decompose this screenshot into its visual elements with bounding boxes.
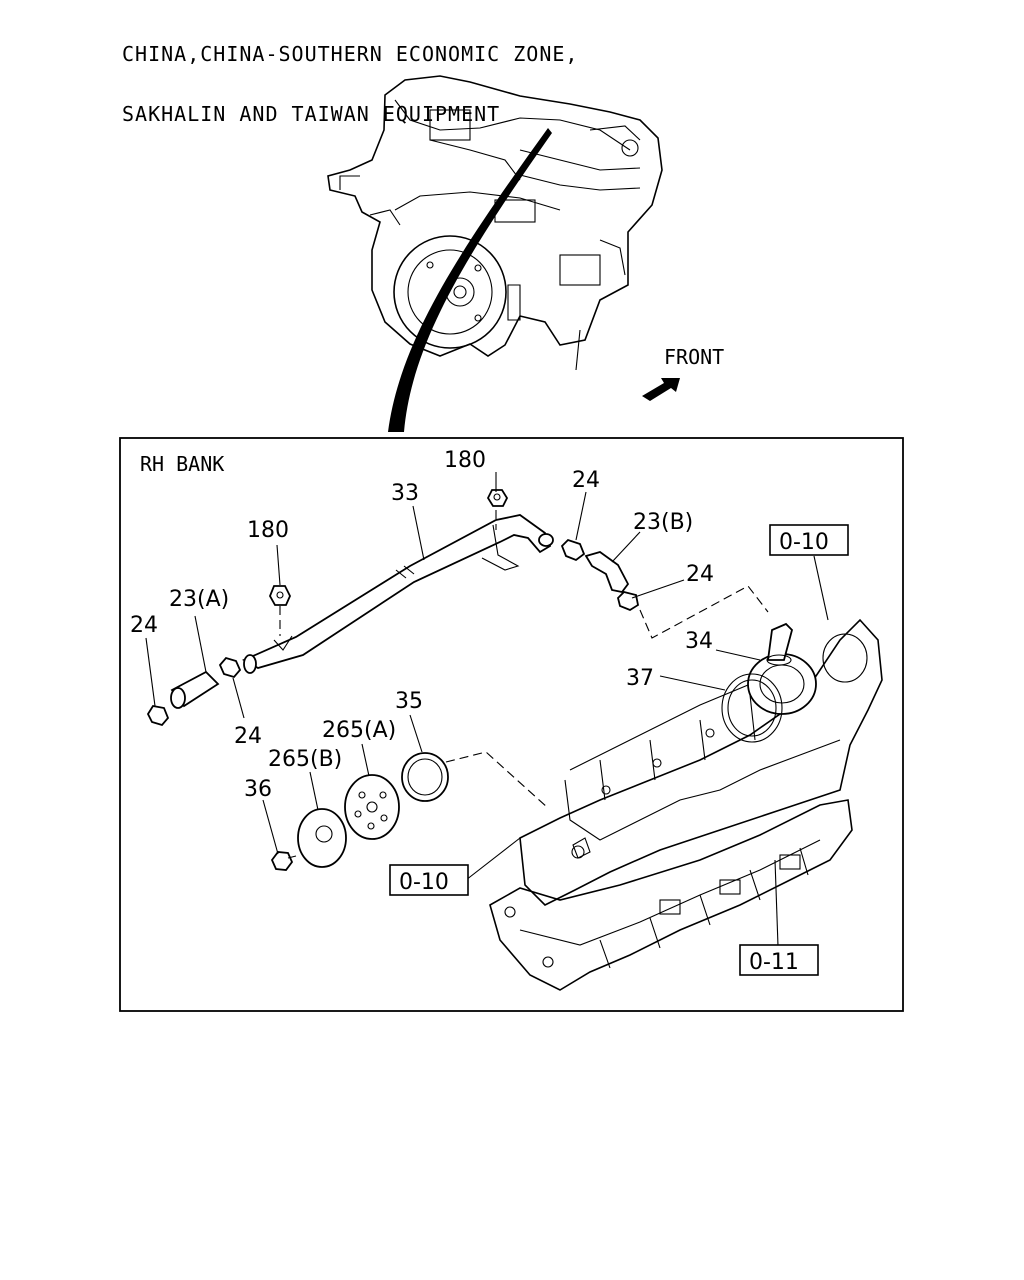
front-arrow-icon: [642, 378, 680, 401]
part-24-clamp-left: [146, 705, 170, 727]
part-24-clamp-lower: [218, 656, 242, 679]
front-label: FRONT: [664, 345, 724, 369]
part-265a-cap: [344, 774, 400, 840]
part-180-nut-top: [486, 489, 509, 507]
callout-265a: 265(A): [322, 718, 396, 743]
callout-24-right: 24: [686, 562, 714, 587]
part-265b-washer: [297, 808, 347, 868]
callout-23a: 23(A): [169, 587, 229, 612]
part-24-clamp-top: [560, 538, 586, 562]
rh-bank-detail-frame: [119, 437, 904, 1012]
callout-33: 33: [391, 481, 419, 506]
engine-overview-illustration: [327, 75, 663, 371]
callout-24-left: 24: [130, 613, 158, 638]
ref-box-bottom: [739, 944, 819, 976]
part-35-grommet: [401, 752, 449, 802]
cylinder-head: [489, 799, 853, 991]
part-34-breather: [747, 622, 817, 715]
leader-lines: [145, 472, 829, 947]
callout-180-top: 180: [444, 448, 486, 473]
reference-boxes: 0-10 0-10 0-11: [389, 524, 849, 976]
detail-leader: [388, 128, 552, 432]
ref-box-top: [769, 524, 849, 556]
ref-box-mid-label: 0-10: [399, 870, 449, 895]
cylinder-head-cover: [519, 618, 883, 906]
part-23a-hose: [170, 670, 220, 709]
ref-box-mid: [389, 864, 469, 896]
callout-24-top: 24: [572, 468, 600, 493]
bank-label: RH BANK: [140, 452, 224, 476]
callout-24-lower: 24: [234, 724, 262, 749]
diagram-header: CHINA,CHINA-SOUTHERN ECONOMIC ZONE, SAKH…: [122, 4, 578, 144]
part-36-bolt: [270, 851, 297, 871]
callout-37: 37: [626, 666, 654, 691]
ref-box-bottom-label: 0-11: [749, 950, 799, 975]
callout-34: 34: [685, 629, 713, 654]
ref-box-top-label: 0-10: [779, 530, 829, 555]
header-line-1: CHINA,CHINA-SOUTHERN ECONOMIC ZONE,: [122, 42, 579, 66]
part-24-clamp-right: [617, 591, 640, 612]
part-33-pipe: [242, 514, 554, 674]
header-line-2: SAKHALIN AND TAIWAN EQUIPMENT: [122, 102, 501, 126]
callout-35: 35: [395, 689, 423, 714]
callouts: 180 33 24 23(B) 24 180 23(A) 24 24 34 37…: [130, 448, 714, 802]
part-180-nut-left: [269, 585, 291, 606]
part-37-gasket: [721, 673, 783, 743]
callout-180-left: 180: [247, 518, 289, 543]
front-direction-indicator: FRONT: [642, 345, 724, 401]
callout-36: 36: [244, 777, 272, 802]
callout-23b: 23(B): [633, 510, 693, 535]
part-23b-hose: [584, 551, 630, 593]
callout-265b: 265(B): [268, 747, 342, 772]
